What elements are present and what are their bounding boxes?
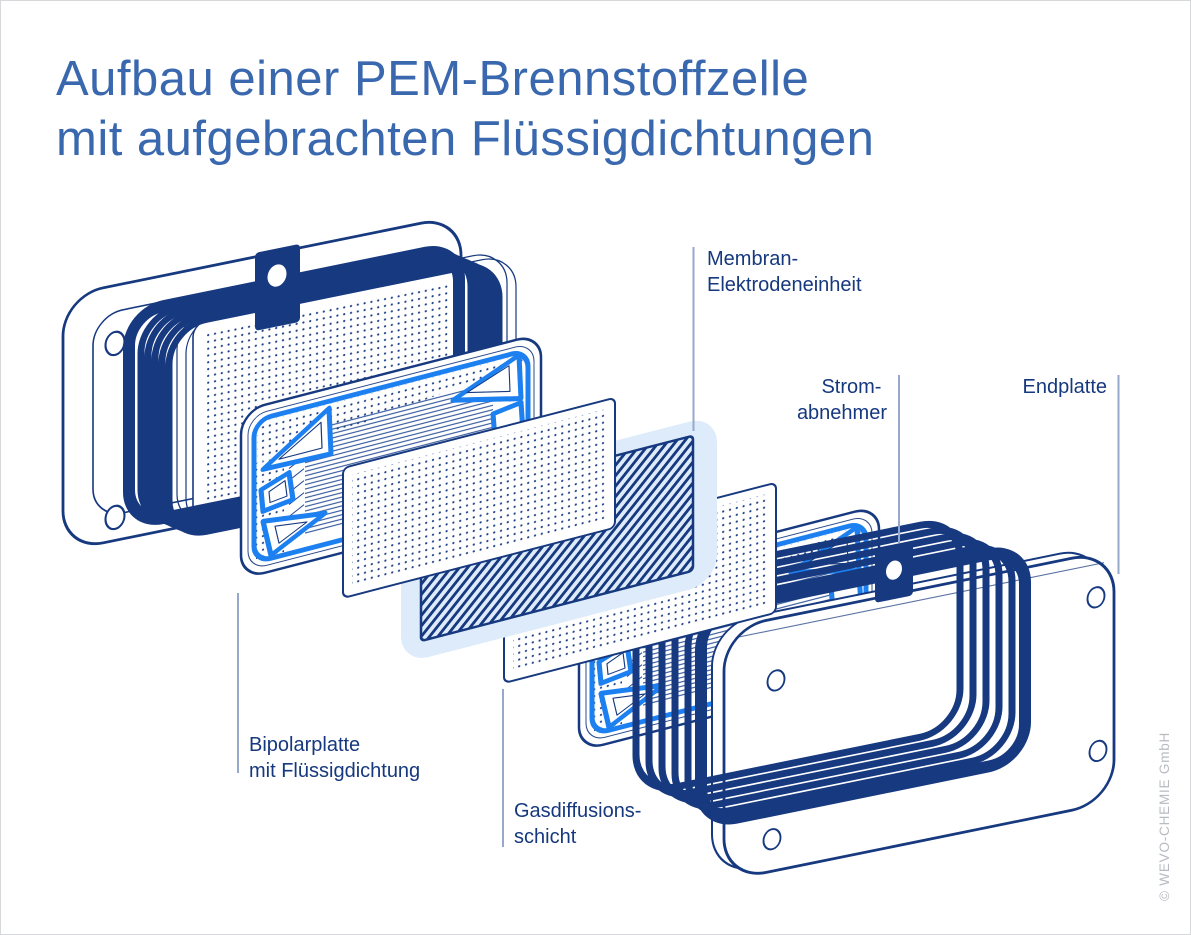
mounting-tab-left <box>255 244 300 331</box>
bolt-holes-right <box>762 586 1108 851</box>
watermark-copyright: © WEVO-CHEMIE GmbH <box>1157 731 1172 901</box>
page-title: Aufbau einer PEM-Brennstoffzelle mit auf… <box>56 49 874 169</box>
current-collector-right <box>695 547 1031 825</box>
label-end-plate: Endplatte <box>1022 376 1107 398</box>
label-current-collector: Strom- abnehmer <box>797 376 887 424</box>
label-bipolar-plate: Bipolarplatte mit Flüssigdichtung <box>249 734 420 782</box>
mounting-tab-right <box>875 542 913 603</box>
label-membrane-electrode-unit: Membran- Elektrodeneinheit <box>707 248 862 296</box>
tab-hole-left <box>267 264 287 287</box>
page-title-line2: mit aufgebrachten Flüssigdichtungen <box>56 112 875 166</box>
leader-lines <box>237 247 1120 847</box>
tab-hole-right <box>886 560 902 580</box>
page-title-line1: Aufbau einer PEM-Brennstoffzelle <box>56 52 810 106</box>
label-gas-diffusion-layer: Gasdiffusions- schicht <box>514 800 647 848</box>
